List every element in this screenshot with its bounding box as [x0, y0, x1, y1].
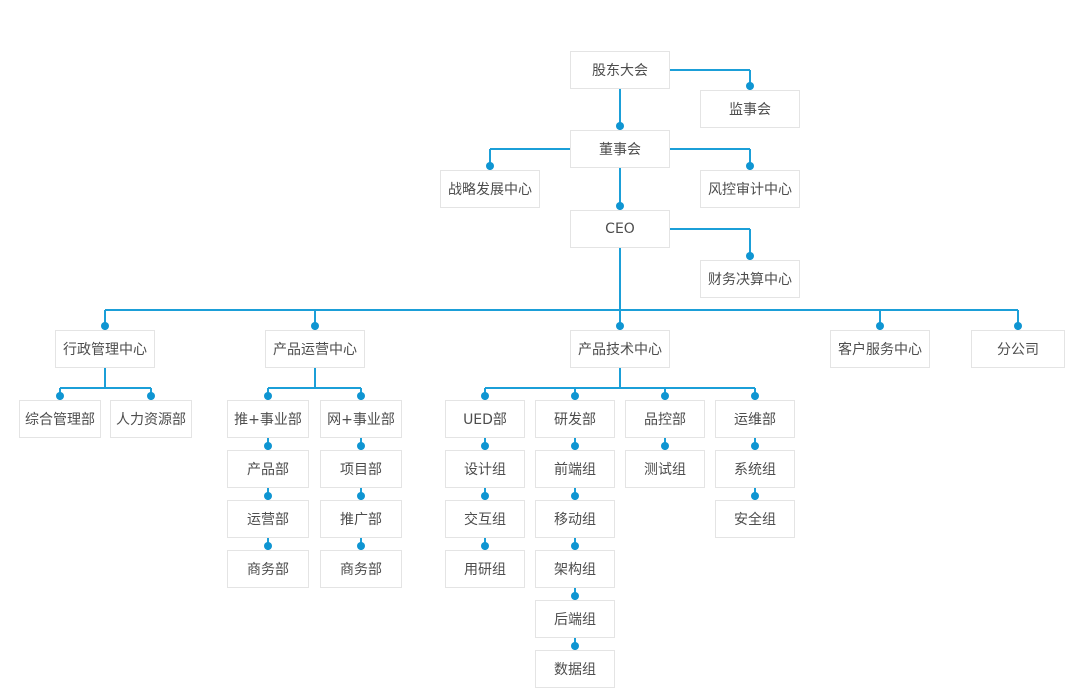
connector-dot — [616, 202, 624, 210]
connector-line — [104, 368, 106, 388]
node-branch-company: 分公司 — [971, 330, 1065, 368]
connector-dot — [571, 492, 579, 500]
connector-dot — [751, 392, 759, 400]
node-strategy-development-center: 战略发展中心 — [440, 170, 540, 208]
node-supervisory-board: 监事会 — [700, 90, 800, 128]
connector-line — [749, 70, 751, 90]
node-wang-plus-division: 网+事业部 — [320, 400, 402, 438]
node-interaction-group: 交互组 — [445, 500, 525, 538]
node-promotion-dept: 推广部 — [320, 500, 402, 538]
connector-line — [619, 248, 621, 310]
connector-dot — [357, 492, 365, 500]
node-testing-group: 测试组 — [625, 450, 705, 488]
node-hr-dept: 人力资源部 — [110, 400, 192, 438]
node-product-dept: 产品部 — [227, 450, 309, 488]
connector-dot — [571, 592, 579, 600]
node-general-admin-dept: 综合管理部 — [19, 400, 101, 438]
node-quality-control-dept: 品控部 — [625, 400, 705, 438]
connector-dot — [571, 642, 579, 650]
connector-dot — [616, 122, 624, 130]
connector-dot — [661, 442, 669, 450]
connector-line — [749, 149, 751, 170]
connector-line — [268, 387, 361, 389]
connector-dot — [481, 442, 489, 450]
connector-dot — [751, 442, 759, 450]
node-risk-audit-center: 风控审计中心 — [700, 170, 800, 208]
connector-line — [104, 310, 106, 330]
connector-dot — [481, 542, 489, 550]
connector-dot — [264, 542, 272, 550]
connector-line — [1017, 310, 1019, 330]
connector-line — [670, 69, 750, 71]
connector-dot — [876, 322, 884, 330]
connector-dot — [357, 542, 365, 550]
node-operations-dept: 运营部 — [227, 500, 309, 538]
connector-dot — [746, 162, 754, 170]
node-admin-management-center: 行政管理中心 — [55, 330, 155, 368]
node-business-dept-2: 商务部 — [320, 550, 402, 588]
node-product-technology-center: 产品技术中心 — [570, 330, 670, 368]
connector-dot — [616, 322, 624, 330]
connector-line — [314, 310, 316, 330]
connector-dot — [486, 162, 494, 170]
connector-line — [60, 387, 151, 389]
connector-line — [619, 89, 621, 130]
connector-dot — [661, 392, 669, 400]
connector-line — [670, 228, 750, 230]
connector-dot — [264, 492, 272, 500]
node-product-operations-center: 产品运营中心 — [265, 330, 365, 368]
connector-dot — [357, 392, 365, 400]
node-project-dept: 项目部 — [320, 450, 402, 488]
connector-line — [314, 368, 316, 388]
connector-dot — [746, 82, 754, 90]
connector-dot — [1014, 322, 1022, 330]
connector-line — [879, 310, 881, 330]
connector-dot — [101, 322, 109, 330]
connector-dot — [571, 442, 579, 450]
connector-dot — [56, 392, 64, 400]
connector-dot — [357, 442, 365, 450]
node-finance-settlement-center: 财务决算中心 — [700, 260, 800, 298]
node-design-group: 设计组 — [445, 450, 525, 488]
node-board-of-directors: 董事会 — [570, 130, 670, 168]
node-architecture-group: 架构组 — [535, 550, 615, 588]
connector-line — [489, 149, 491, 170]
connector-line — [105, 309, 1018, 311]
connector-line — [749, 229, 751, 260]
connector-line — [619, 368, 621, 388]
connector-dot — [147, 392, 155, 400]
node-ued-dept: UED部 — [445, 400, 525, 438]
node-business-dept-1: 商务部 — [227, 550, 309, 588]
node-system-group: 系统组 — [715, 450, 795, 488]
node-mobile-group: 移动组 — [535, 500, 615, 538]
connector-line — [670, 148, 750, 150]
node-frontend-group: 前端组 — [535, 450, 615, 488]
node-data-group: 数据组 — [535, 650, 615, 688]
connector-line — [619, 310, 621, 330]
node-security-group: 安全组 — [715, 500, 795, 538]
node-rd-dept: 研发部 — [535, 400, 615, 438]
connector-line — [485, 387, 755, 389]
connector-dot — [311, 322, 319, 330]
node-operations-maintenance-dept: 运维部 — [715, 400, 795, 438]
connector-line — [490, 148, 570, 150]
connector-dot — [264, 442, 272, 450]
connector-line — [619, 168, 621, 210]
node-tui-plus-division: 推+事业部 — [227, 400, 309, 438]
connector-dot — [264, 392, 272, 400]
connector-dot — [481, 392, 489, 400]
node-customer-service-center: 客户服务中心 — [830, 330, 930, 368]
node-ceo: CEO — [570, 210, 670, 248]
connector-dot — [751, 492, 759, 500]
connector-dot — [571, 542, 579, 550]
connector-dot — [571, 392, 579, 400]
node-shareholders-meeting: 股东大会 — [570, 51, 670, 89]
node-backend-group: 后端组 — [535, 600, 615, 638]
connector-dot — [746, 252, 754, 260]
node-user-research-group: 用研组 — [445, 550, 525, 588]
connector-dot — [481, 492, 489, 500]
